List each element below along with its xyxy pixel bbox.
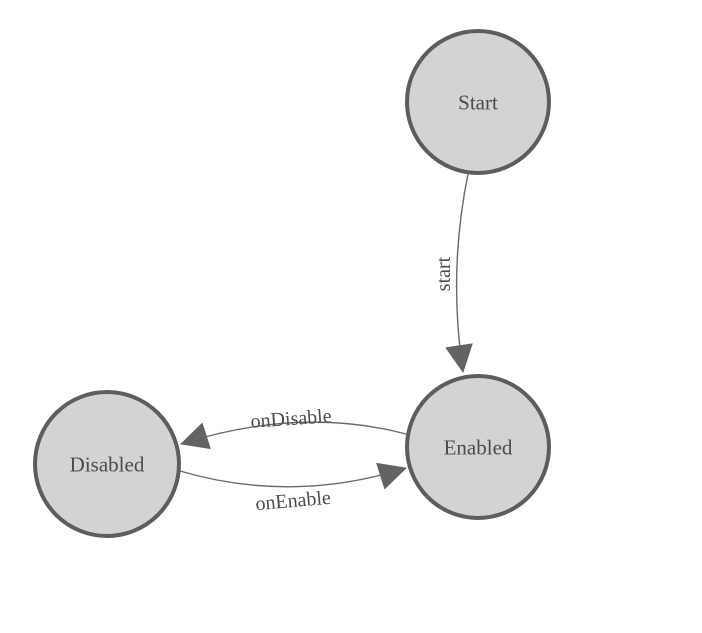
transition-label-start: start [433,256,455,291]
state-label-start: Start [458,90,498,114]
transition-label-ondisable: onDisable [250,405,333,433]
transition-edge-onenable[interactable] [179,462,407,490]
state-node-disabled[interactable]: Disabled [33,390,181,538]
state-label-disabled: Disabled [70,452,145,476]
transition-label-onenable: onEnable [255,487,332,516]
state-node-enabled[interactable]: Enabled [405,374,551,520]
state-circle-disabled[interactable] [33,390,181,538]
transition-edge-start[interactable] [445,173,473,373]
edges-layer: start onDisable onEnable [179,173,473,516]
state-label-enabled: Enabled [444,435,513,459]
transition-edge-ondisable[interactable] [180,421,407,450]
state-node-start[interactable]: Start [405,29,551,175]
state-circle-start[interactable] [405,29,551,175]
state-circle-enabled[interactable] [405,374,551,520]
